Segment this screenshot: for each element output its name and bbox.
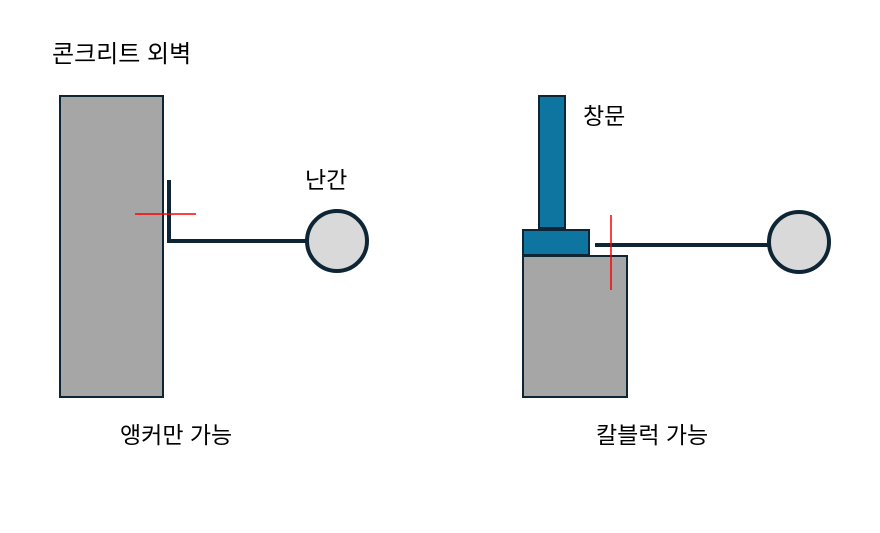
left-case: 콘크리트 외벽 난간 앵커만 가능 bbox=[52, 41, 369, 448]
window-sill bbox=[522, 229, 590, 256]
wall-label: 콘크리트 외벽 bbox=[52, 41, 191, 68]
window-frame bbox=[538, 95, 566, 229]
railing-label: 난간 bbox=[305, 167, 347, 193]
left-caption: 앵커만 가능 bbox=[120, 422, 232, 448]
railing-bracket bbox=[167, 180, 307, 243]
railing-post bbox=[767, 210, 831, 274]
right-caption: 칼블럭 가능 bbox=[596, 422, 708, 448]
window-label: 창문 bbox=[583, 103, 625, 129]
concrete-block bbox=[522, 255, 628, 398]
concrete-wall bbox=[59, 95, 164, 398]
right-case: 창문 칼블럭 가능 bbox=[522, 95, 831, 448]
railing-post bbox=[305, 209, 369, 273]
